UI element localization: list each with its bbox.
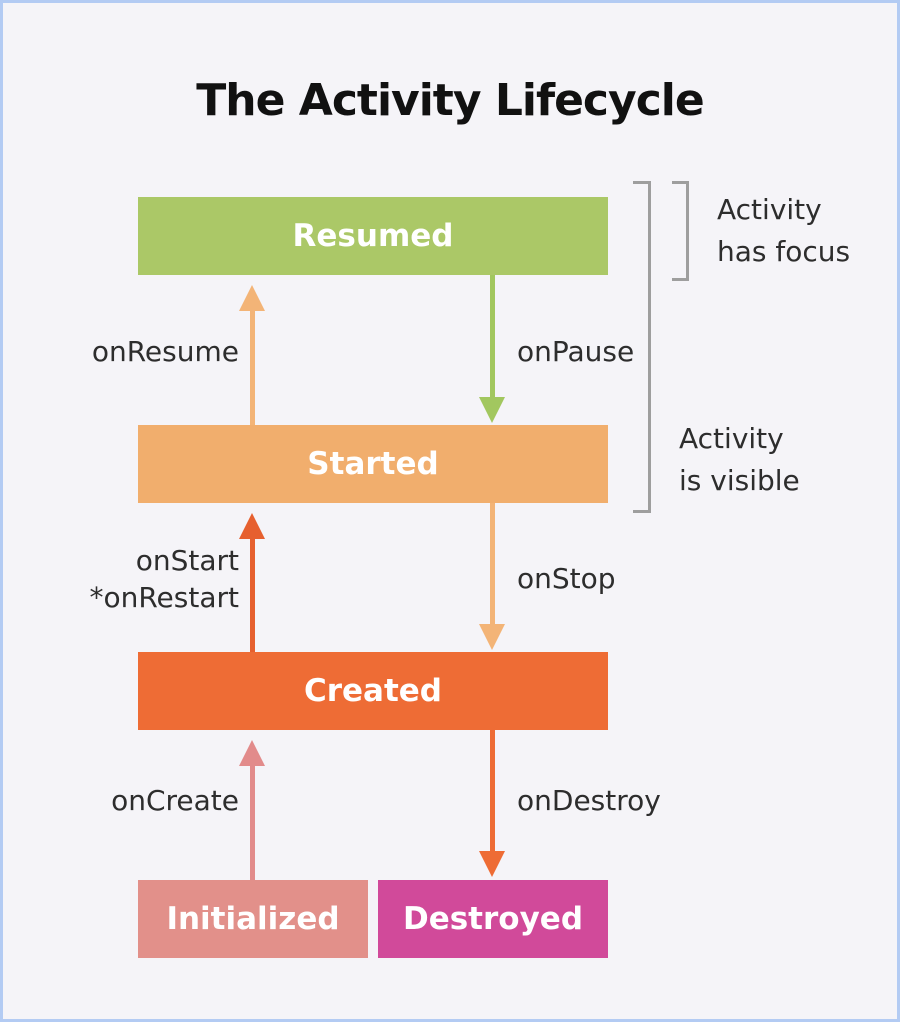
state-label-created: Created bbox=[303, 673, 443, 709]
arrowhead-icon bbox=[239, 285, 265, 311]
on-create-up-arrow-icon bbox=[239, 740, 265, 880]
has-focus-line1: Activity bbox=[717, 193, 822, 226]
on-create-label: onCreate bbox=[111, 784, 239, 817]
on-destroy-down-arrow-icon bbox=[479, 730, 505, 877]
on-stop-label: onStop bbox=[517, 562, 616, 595]
activity-is-visible-annotation: Activity is visible bbox=[679, 418, 800, 502]
arrow-shaft bbox=[489, 275, 495, 397]
state-label-destroyed: Destroyed bbox=[402, 901, 584, 937]
arrow-shaft bbox=[489, 730, 495, 851]
state-label-resumed: Resumed bbox=[292, 218, 454, 254]
arrow-shaft bbox=[249, 539, 255, 652]
has-focus-line2: has focus bbox=[717, 235, 851, 268]
state-box-started: Started bbox=[138, 425, 608, 503]
arrowhead-icon bbox=[479, 397, 505, 423]
on-start-label-line1: onStart bbox=[135, 544, 239, 577]
on-resume-label: onResume bbox=[91, 335, 239, 368]
arrowhead-icon bbox=[239, 740, 265, 766]
state-label-initialized: Initialized bbox=[166, 901, 340, 937]
state-box-destroyed: Destroyed bbox=[378, 880, 608, 958]
arrow-shaft bbox=[489, 503, 495, 624]
on-pause-label: onPause bbox=[517, 335, 635, 368]
is-visible-line2: is visible bbox=[679, 464, 800, 497]
activity-has-focus-bracket bbox=[672, 181, 689, 281]
on-start-label-line2: *onRestart bbox=[89, 581, 239, 614]
on-start-label: onStart *onRestart bbox=[43, 542, 239, 616]
arrow-shaft bbox=[249, 766, 255, 880]
activity-has-focus-annotation: Activity has focus bbox=[717, 189, 850, 273]
arrow-shaft bbox=[249, 311, 255, 425]
state-box-resumed: Resumed bbox=[138, 197, 608, 275]
activity-visible-bracket bbox=[633, 181, 651, 513]
on-resume-up-arrow-icon bbox=[239, 285, 265, 425]
state-box-initialized: Initialized bbox=[138, 880, 368, 958]
on-start-up-arrow-icon bbox=[239, 513, 265, 652]
is-visible-line1: Activity bbox=[679, 422, 784, 455]
on-stop-down-arrow-icon bbox=[479, 503, 505, 650]
state-box-created: Created bbox=[138, 652, 608, 730]
arrowhead-icon bbox=[479, 624, 505, 650]
page-title: The Activity Lifecycle bbox=[196, 75, 704, 126]
on-destroy-label: onDestroy bbox=[517, 784, 661, 817]
arrowhead-icon bbox=[479, 851, 505, 877]
arrowhead-icon bbox=[239, 513, 265, 539]
state-label-started: Started bbox=[307, 446, 439, 482]
on-pause-down-arrow-icon bbox=[479, 275, 505, 423]
